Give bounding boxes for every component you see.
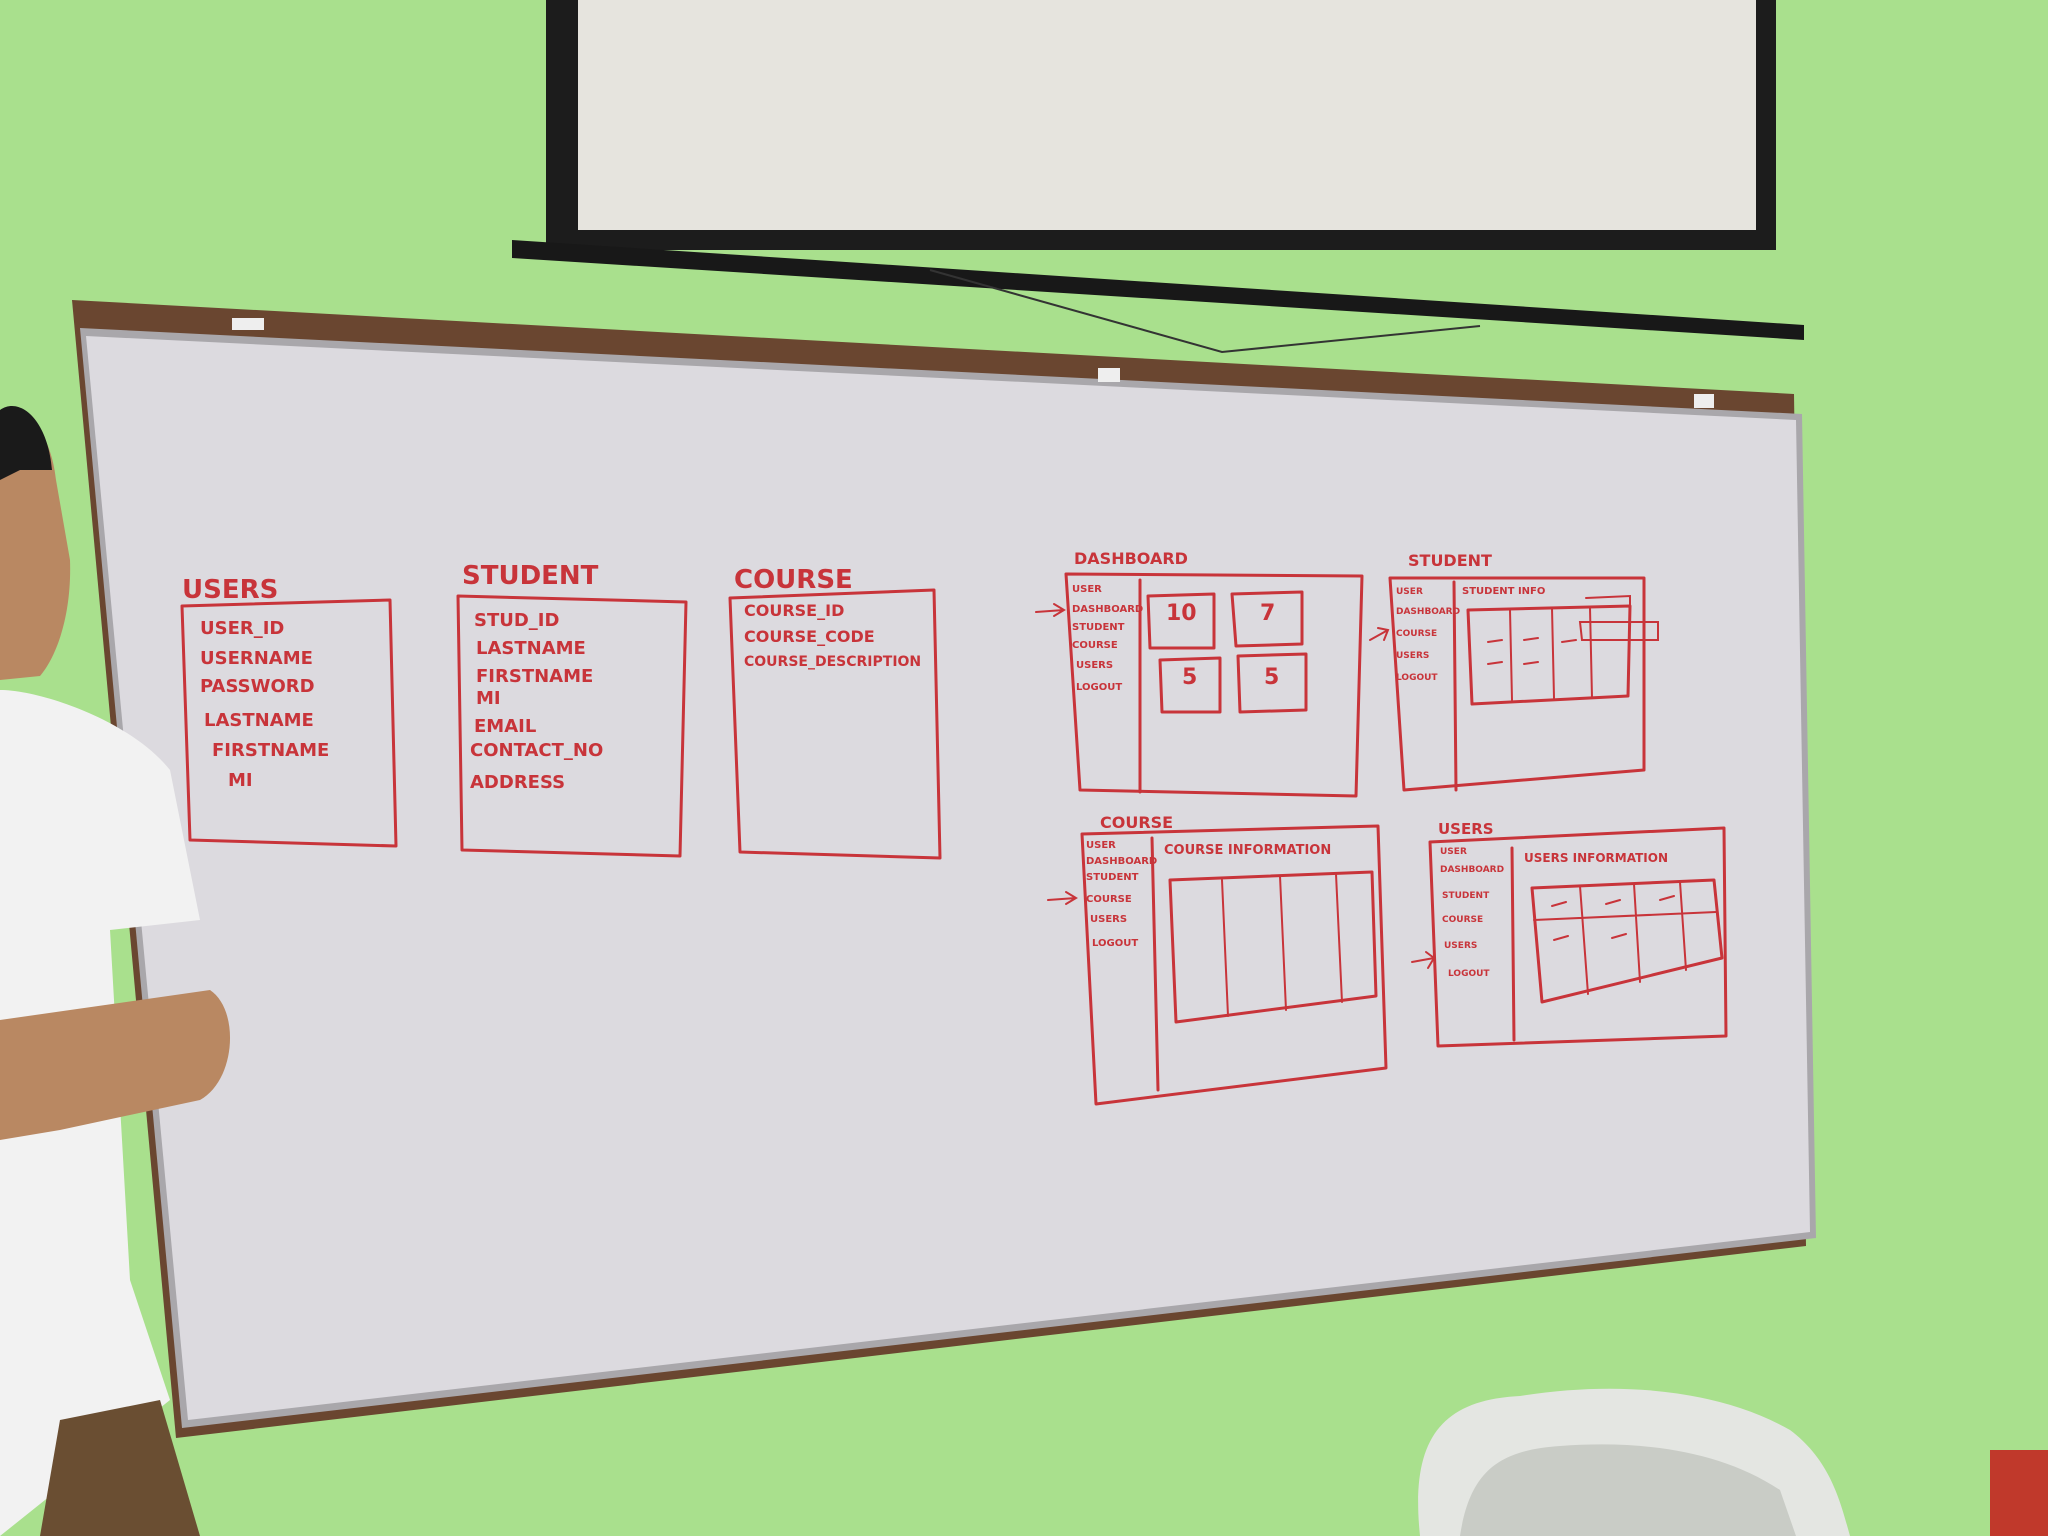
nav-item: COURSE bbox=[1086, 894, 1132, 905]
users-field: LASTNAME bbox=[204, 710, 314, 731]
student-wireframe: STUDENT USER DASHBOARD COURSE USERS LOGO… bbox=[1369, 551, 1659, 792]
nav-item: STUDENT bbox=[1086, 872, 1139, 883]
content-header: USERS INFORMATION bbox=[1524, 851, 1668, 865]
plastic-chair bbox=[1418, 1388, 1850, 1536]
nav-item: DASHBOARD bbox=[1072, 604, 1143, 615]
course-table-title: COURSE bbox=[734, 565, 853, 595]
card-value: 5 bbox=[1264, 665, 1279, 690]
card-value: 7 bbox=[1260, 601, 1275, 626]
users-wireframe: USERS USER DASHBOARD STUDENT COURSE USER… bbox=[1411, 820, 1728, 1048]
student-field: MI bbox=[476, 688, 501, 709]
student-field: ADDRESS bbox=[470, 772, 565, 793]
nav-item: USERS bbox=[1090, 914, 1127, 925]
dashboard-wireframe-title: DASHBOARD bbox=[1074, 549, 1188, 568]
nav-item: LOGOUT bbox=[1092, 938, 1138, 949]
users-field: FIRSTNAME bbox=[212, 740, 329, 761]
course-wireframe: COURSE USER DASHBOARD STUDENT COURSE USE… bbox=[1047, 813, 1388, 1106]
content-header: COURSE INFORMATION bbox=[1164, 843, 1331, 858]
nav-item: DASHBOARD bbox=[1440, 865, 1504, 875]
nav-item: LOGOUT bbox=[1448, 969, 1490, 979]
nav-item: COURSE bbox=[1442, 915, 1483, 925]
course-wireframe-title: COURSE bbox=[1100, 813, 1173, 832]
red-box bbox=[1990, 1450, 2048, 1536]
nav-item: USERS bbox=[1396, 651, 1429, 661]
course-field: COURSE_ID bbox=[744, 601, 844, 620]
person bbox=[0, 406, 231, 1536]
nav-item: COURSE bbox=[1072, 640, 1118, 651]
nav-item: STUDENT bbox=[1442, 891, 1490, 901]
nav-item: LOGOUT bbox=[1396, 673, 1438, 683]
whiteboard bbox=[72, 300, 1816, 1438]
dashboard-wireframe: DASHBOARD USER DASHBOARD STUDENT COURSE … bbox=[1035, 549, 1364, 798]
content-header: STUDENT INFO bbox=[1462, 586, 1545, 597]
users-table-title: USERS bbox=[182, 575, 278, 605]
nav-item: STUDENT bbox=[1072, 622, 1125, 633]
nav-item: USER bbox=[1072, 584, 1102, 595]
nav-item: LOGOUT bbox=[1076, 682, 1122, 693]
student-field: FIRSTNAME bbox=[476, 666, 593, 687]
users-field: MI bbox=[228, 770, 253, 791]
card-value: 10 bbox=[1166, 601, 1197, 626]
card-value: 5 bbox=[1182, 665, 1197, 690]
student-table: STUDENT STUD_ID LASTNAME FIRSTNAME MI EM… bbox=[456, 561, 688, 858]
student-table-title: STUDENT bbox=[462, 561, 599, 591]
nav-item: USER bbox=[1086, 840, 1116, 851]
course-field: COURSE_DESCRIPTION bbox=[744, 654, 921, 670]
users-field: USERNAME bbox=[200, 648, 313, 669]
projector-screen bbox=[512, 0, 1804, 354]
users-field: PASSWORD bbox=[200, 676, 315, 697]
course-field: COURSE_CODE bbox=[744, 627, 875, 646]
student-field: CONTACT_NO bbox=[470, 740, 603, 761]
nav-item: USER bbox=[1396, 587, 1423, 597]
users-field: USER_ID bbox=[200, 618, 284, 639]
nav-item: COURSE bbox=[1396, 629, 1437, 639]
nav-item: USER bbox=[1440, 847, 1467, 857]
nav-item: DASHBOARD bbox=[1086, 856, 1157, 867]
users-wireframe-title: USERS bbox=[1438, 820, 1494, 838]
nav-item: USERS bbox=[1076, 660, 1113, 671]
student-field: LASTNAME bbox=[476, 638, 586, 659]
student-field: EMAIL bbox=[474, 716, 536, 737]
users-table: USERS USER_ID USERNAME PASSWORD LASTNAME… bbox=[180, 575, 398, 848]
course-table: COURSE COURSE_ID COURSE_CODE COURSE_DESC… bbox=[728, 565, 942, 860]
nav-item: USERS bbox=[1444, 941, 1477, 951]
nav-item: DASHBOARD bbox=[1396, 607, 1460, 617]
student-field: STUD_ID bbox=[474, 610, 559, 631]
student-wireframe-title: STUDENT bbox=[1408, 551, 1492, 570]
